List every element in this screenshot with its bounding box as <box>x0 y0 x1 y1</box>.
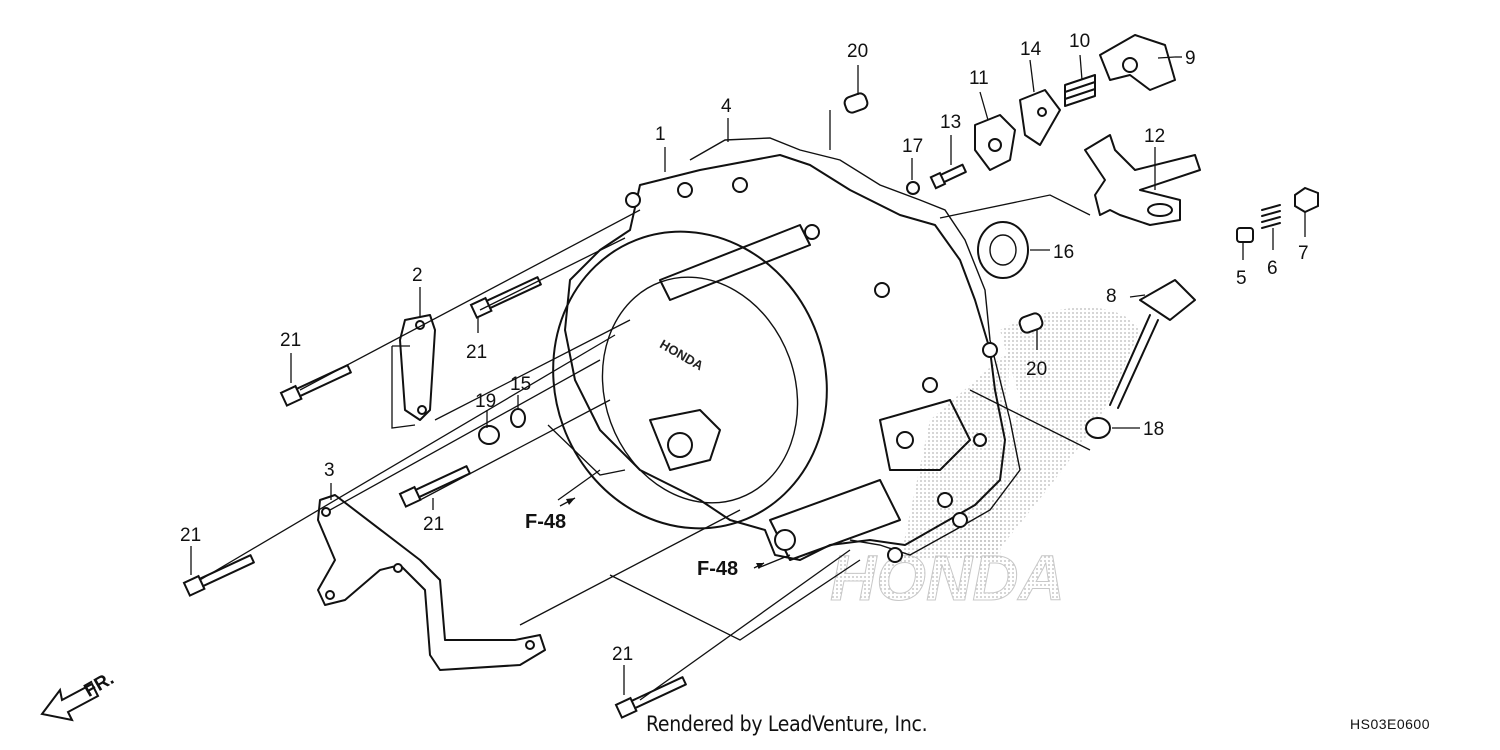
nut-part-19 <box>478 425 500 445</box>
bearing-part-16 <box>977 221 1029 279</box>
callout-10: 10 <box>1069 31 1090 52</box>
spring-part-10 <box>1064 74 1096 107</box>
callout-21-c: 21 <box>423 514 444 535</box>
callout-21-e: 21 <box>612 644 633 665</box>
callout-21-d: 21 <box>180 525 201 546</box>
leader-lines <box>190 54 1306 701</box>
callout-16: 16 <box>1053 242 1074 263</box>
bolt-part-5 <box>1236 227 1254 243</box>
callout-12: 12 <box>1144 126 1165 147</box>
callout-15: 15 <box>510 374 531 395</box>
front-direction-indicator: FR. <box>40 668 118 722</box>
washer-part-17 <box>906 181 920 195</box>
callout-17: 17 <box>902 136 923 157</box>
reference-labels: F-48 F-48 <box>525 497 765 580</box>
crankcase-cover: HONDA <box>552 137 1021 563</box>
render-credit: Rendered by LeadVenture, Inc. <box>646 712 928 736</box>
shaft-part-12 <box>1084 134 1201 226</box>
arm-part-11 <box>974 114 1016 171</box>
callout-3: 3 <box>324 460 335 481</box>
callout-20-right: 20 <box>1026 359 1047 380</box>
small-parts <box>478 34 1319 445</box>
watermark-text: HONDA <box>830 542 1065 614</box>
callout-11: 11 <box>969 68 989 89</box>
dipstick-part-8 <box>1109 279 1196 409</box>
spring-part-6 <box>1261 204 1281 229</box>
callout-5: 5 <box>1236 268 1247 289</box>
front-arrow-icon <box>40 682 100 722</box>
callout-7: 7 <box>1298 243 1309 264</box>
bolt-part-21 <box>182 276 687 719</box>
callout-4: 4 <box>721 96 732 117</box>
callout-14: 14 <box>1020 39 1042 60</box>
callout-6: 6 <box>1267 258 1278 279</box>
callout-13: 13 <box>940 112 961 133</box>
bracket-part-2 <box>399 314 436 421</box>
plate-part-14 <box>1019 89 1061 146</box>
washer-part-15 <box>510 408 526 428</box>
bolt-part-13 <box>929 163 967 190</box>
bracket-part-3 <box>317 494 546 671</box>
callout-labels: 1 4 2 3 21 21 19 15 21 21 21 20 20 17 13… <box>180 31 1309 665</box>
gasket-outline <box>689 137 1021 556</box>
ref-f48-bottom: F-48 <box>697 558 738 580</box>
o-ring-part-18 <box>1085 417 1111 439</box>
callout-21-a: 21 <box>280 330 301 351</box>
callout-9: 9 <box>1185 48 1196 69</box>
diagram-code: HS03E0600 <box>1350 716 1431 732</box>
callout-19: 19 <box>475 391 496 412</box>
callout-20-top: 20 <box>847 41 868 62</box>
dowel-pin-part-20-right <box>1018 312 1044 334</box>
dowel-pin-part-20-top <box>843 92 869 114</box>
callout-1: 1 <box>655 124 666 145</box>
callout-8: 8 <box>1106 286 1117 307</box>
cam-part-9 <box>1099 34 1176 91</box>
cap-nut-part-7 <box>1294 186 1319 214</box>
svg-text:HONDA: HONDA <box>657 337 706 374</box>
callout-18: 18 <box>1143 419 1164 440</box>
callout-21-b: 21 <box>466 342 487 363</box>
callout-2: 2 <box>412 265 423 286</box>
ref-f48-left: F-48 <box>525 511 566 533</box>
